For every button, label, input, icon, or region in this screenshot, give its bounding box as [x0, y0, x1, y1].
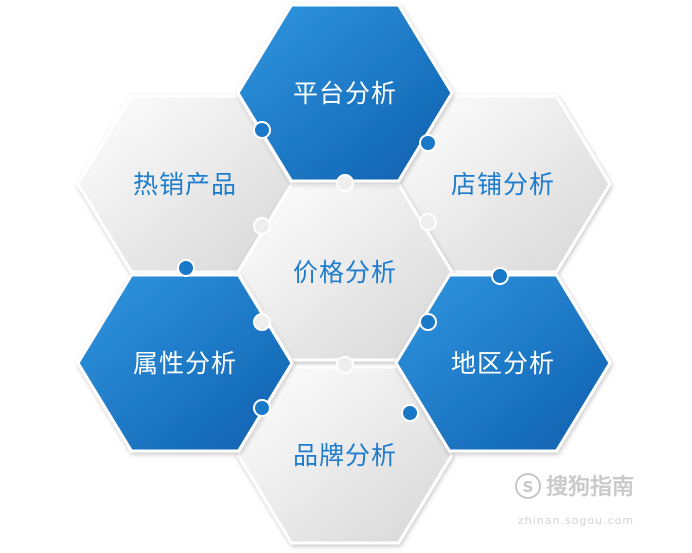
puzzle-tab	[336, 174, 354, 192]
puzzle-tab	[491, 267, 509, 285]
puzzle-tab	[401, 404, 419, 422]
hexagon-label: 平台分析	[293, 79, 397, 108]
puzzle-tab	[336, 356, 354, 374]
hexagon-shape	[236, 3, 454, 183]
puzzle-tab	[253, 399, 271, 417]
hexagon-label: 价格分析	[293, 258, 397, 287]
hexagon-label: 品牌分析	[293, 441, 397, 470]
watermark: S 搜狗指南 zhinan.sogou.com	[515, 473, 634, 527]
hexagon-shape	[236, 365, 454, 545]
hexagon-label: 热销产品	[133, 170, 237, 199]
hexagon-brand: 品牌分析	[236, 365, 454, 545]
watermark-logo-char: S	[523, 478, 534, 496]
hexagon-region: 地区分析	[394, 273, 612, 453]
watermark-name: 搜狗指南	[546, 475, 634, 500]
hexagon-shape	[76, 273, 294, 453]
puzzle-tab	[177, 259, 195, 277]
sogou-logo-icon	[515, 473, 541, 499]
hexagon-store: 店铺分析	[394, 94, 612, 274]
watermark-url: zhinan.sogou.com	[518, 514, 634, 527]
puzzle-tab	[253, 313, 271, 331]
puzzle-tab	[253, 217, 271, 235]
hexagon-shape	[394, 273, 612, 453]
puzzle-tab	[253, 121, 271, 139]
hexagon-attribute: 属性分析	[76, 273, 294, 453]
hexagon-label: 店铺分析	[451, 170, 555, 199]
puzzle-tab	[419, 134, 437, 152]
puzzle-tab	[419, 313, 437, 331]
hexagon-label: 地区分析	[451, 349, 555, 378]
hexagon-label: 属性分析	[133, 349, 237, 378]
puzzle-tab	[419, 213, 437, 231]
hexagon-platform: 平台分析	[236, 3, 454, 183]
